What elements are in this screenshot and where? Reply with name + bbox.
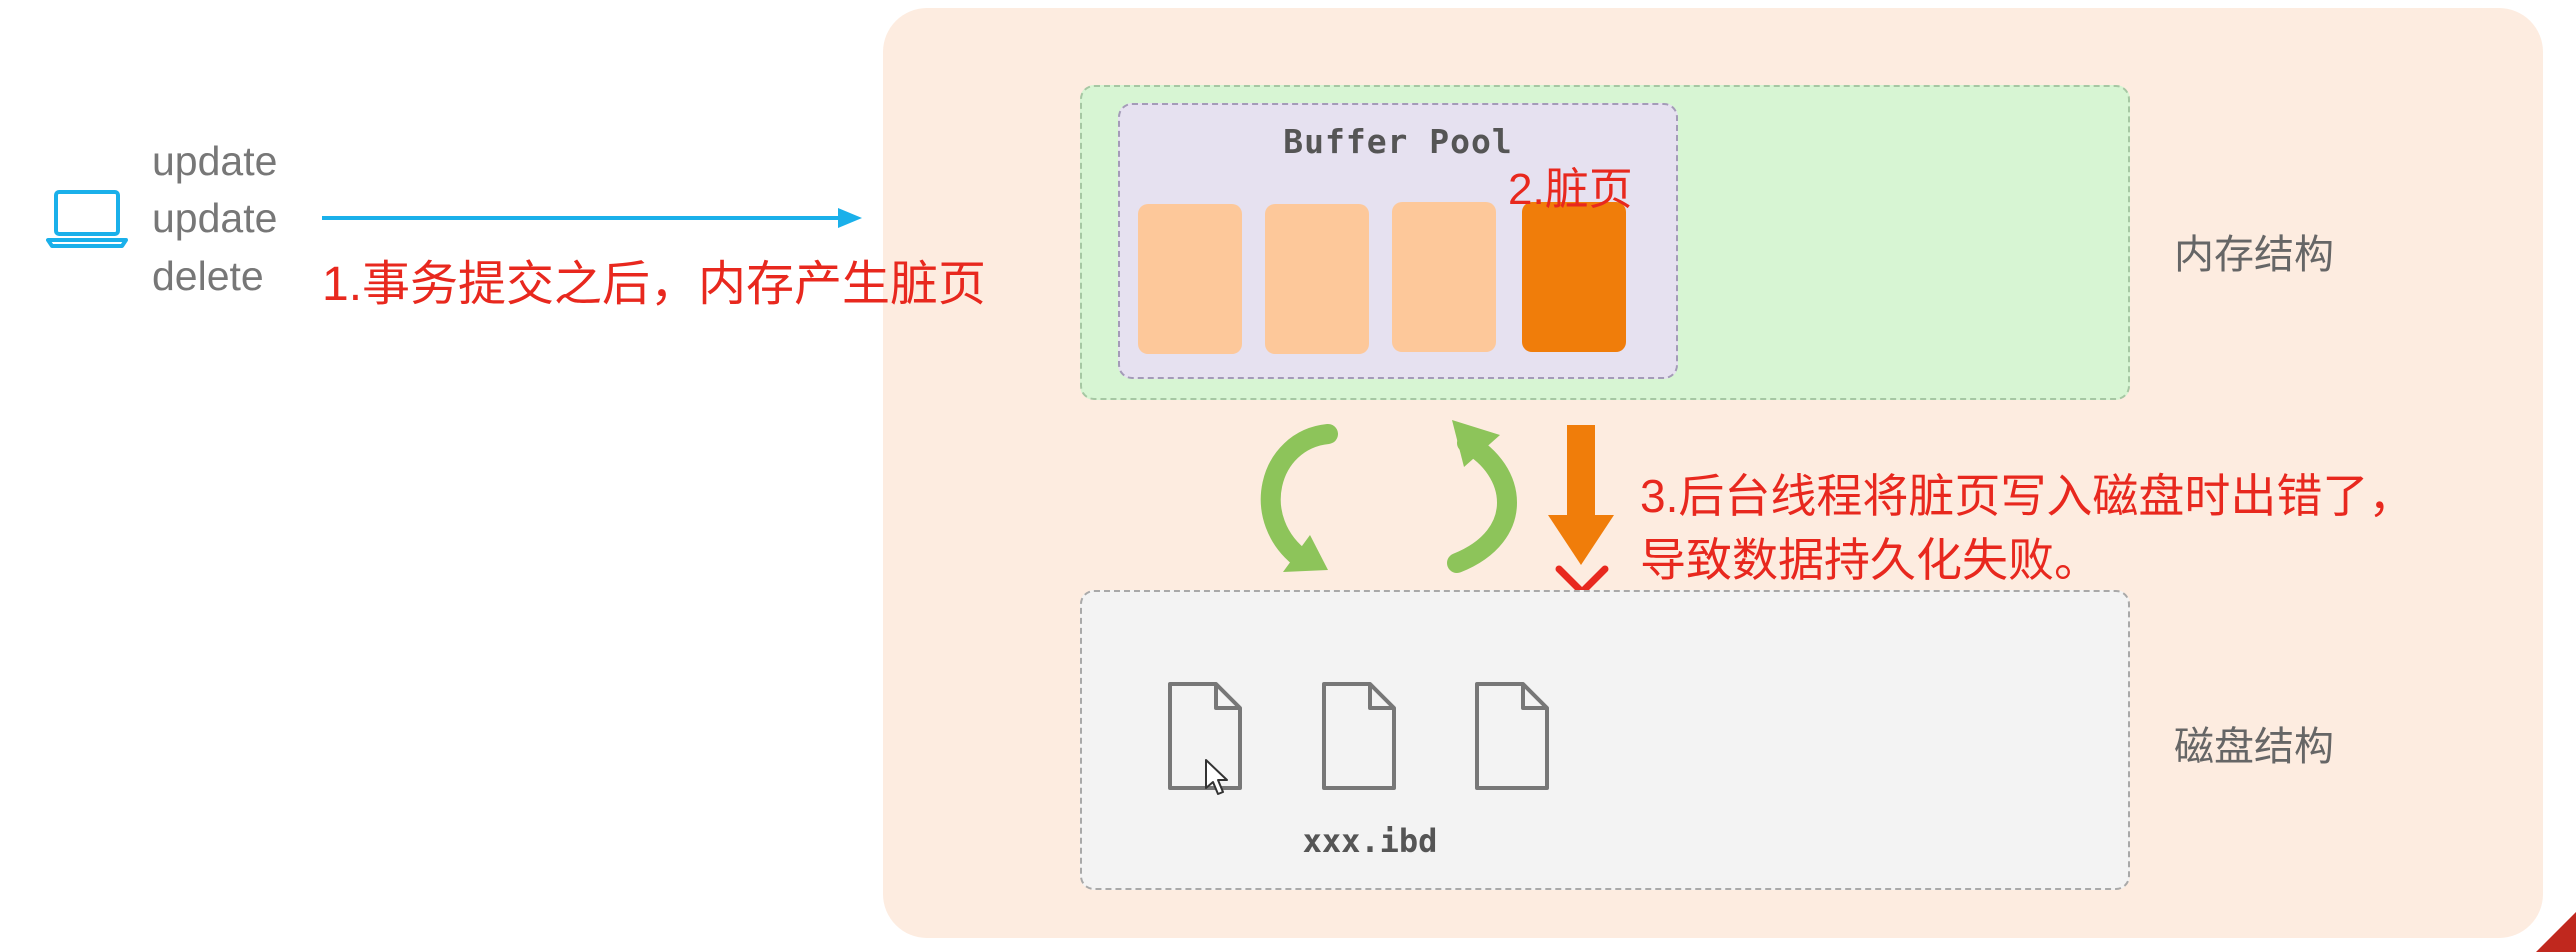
flush-down-arrow-icon <box>1548 425 1614 565</box>
step1-caption: 1.事务提交之后，内存产生脏页 <box>322 258 987 311</box>
memory-structure-label: 内存结构 <box>2174 233 2334 277</box>
disk-structure-region <box>1080 590 2130 890</box>
step3-line1: 3.后台线程将脏页写入磁盘时出错了， <box>1640 470 2415 522</box>
statement-delete: delete <box>152 253 264 299</box>
mouse-cursor-icon <box>1204 758 1230 798</box>
sync-cycle-right-icon <box>1442 415 1532 580</box>
file-icon <box>1320 680 1398 792</box>
dirty-page <box>1522 202 1626 352</box>
ibd-file-name: xxx.ibd <box>1302 822 1438 860</box>
buffer-page <box>1265 204 1369 354</box>
step2-dirty-page-label: 2.脏页 <box>1508 165 1633 214</box>
step3-caption: 3.后台线程将脏页写入磁盘时出错了， 导致数据持久化失败。 <box>1640 464 2414 592</box>
statement-update-1: update <box>152 138 278 184</box>
file-icon <box>1473 680 1551 792</box>
client-laptop-icon <box>46 188 128 250</box>
buffer-page <box>1392 202 1496 352</box>
buffer-page <box>1138 204 1242 354</box>
statement-update-2: update <box>152 195 278 241</box>
corner-decoration <box>2536 912 2576 952</box>
disk-structure-label: 磁盘结构 <box>2174 725 2334 769</box>
step3-line2: 导致数据持久化失败。 <box>1640 534 2100 586</box>
buffer-pool-title: Buffer Pool <box>1283 122 1513 161</box>
file-icon <box>1166 680 1244 792</box>
request-arrow-icon <box>322 206 862 230</box>
sync-cycle-left-icon <box>1248 420 1338 580</box>
